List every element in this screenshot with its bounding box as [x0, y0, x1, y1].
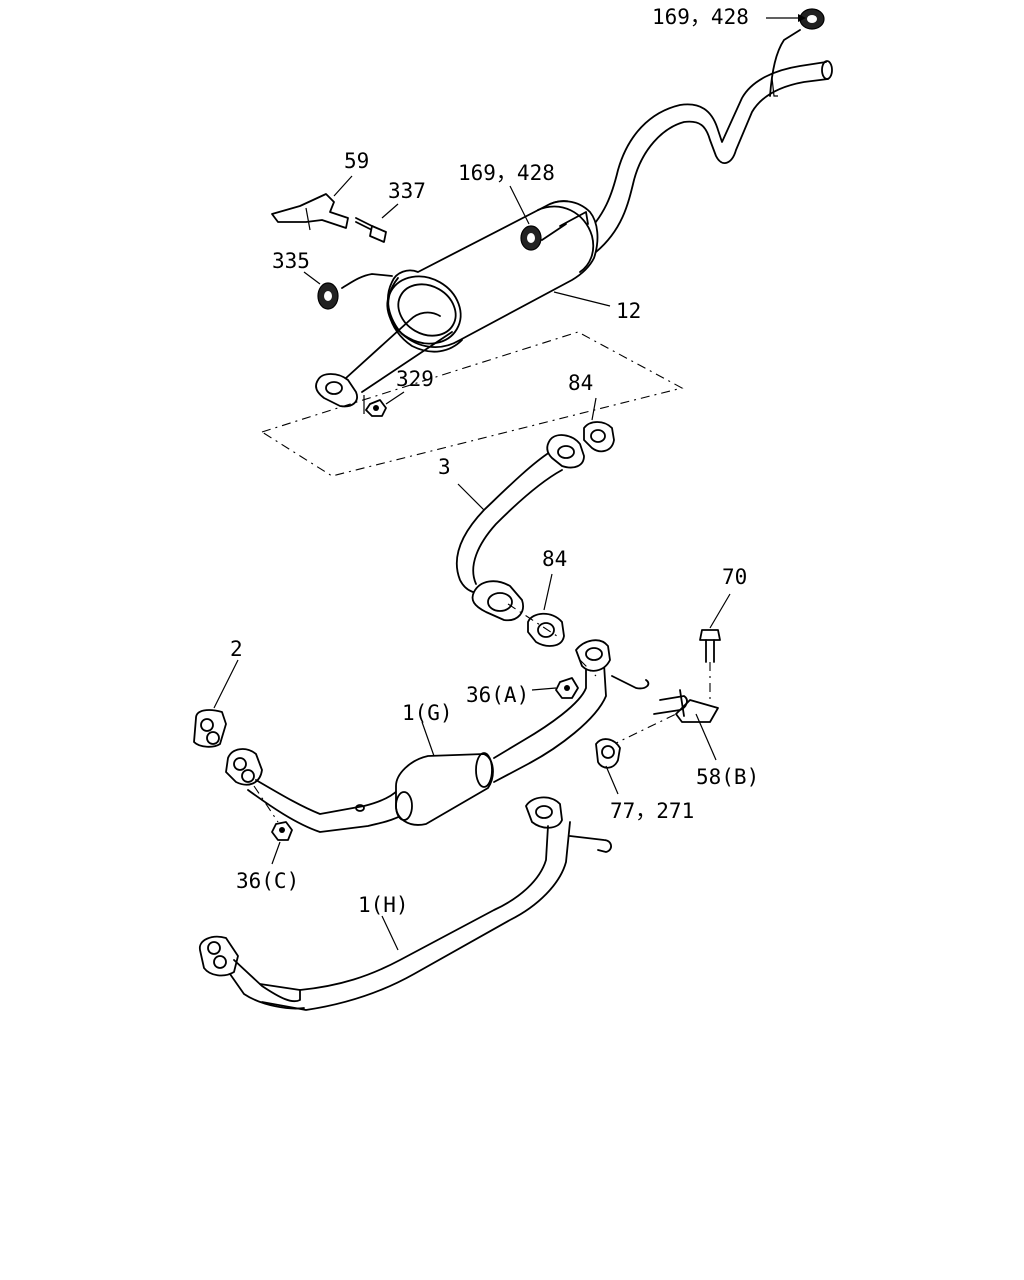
label-335: 335: [272, 249, 310, 273]
label-58b: 58(B): [696, 765, 759, 789]
label-1g: 1(G): [402, 701, 453, 725]
label-2: 2: [230, 637, 243, 661]
nut-36a: [531, 659, 597, 699]
intermediate-pipe-3: [455, 434, 585, 622]
dashed-plane-upper: [260, 331, 684, 477]
label-77-271: 77，271: [610, 799, 694, 823]
label-36c: 36(C): [236, 869, 299, 893]
muffler-inlet-pipe: [315, 311, 453, 414]
rubber-77-271: [595, 738, 621, 795]
rubber-mount-335: [303, 271, 339, 310]
bracket-58b: [609, 689, 719, 761]
leader-12: [553, 291, 611, 307]
label-12: 12: [616, 299, 641, 323]
muffler-hanger-rubber: [509, 185, 542, 251]
label-top-hanger: 169，428: [652, 5, 749, 29]
label-muffler-hanger: 169，428: [458, 161, 555, 185]
bolt-337: [355, 203, 399, 243]
front-pipe-1g: [193, 639, 650, 833]
muffler-hanger-rod: [341, 211, 589, 289]
label-84-lower: 84: [542, 547, 567, 571]
top-hanger-rubber: [766, 8, 825, 30]
label-3: 3: [438, 455, 451, 479]
bracket-59: [271, 175, 353, 231]
tail-pipe: [581, 29, 833, 253]
label-329: 329: [396, 367, 434, 391]
label-1h: 1(H): [358, 893, 409, 917]
bolt-70: [699, 593, 731, 704]
label-59: 59: [344, 149, 369, 173]
gasket-84-upper: [583, 397, 615, 453]
front-pipe-1h: [199, 796, 612, 1011]
gasket-84-lower: [507, 573, 565, 647]
label-84-upper: 84: [568, 371, 593, 395]
label-337: 337: [388, 179, 426, 203]
nut-36c: [253, 785, 293, 865]
nut-329: [365, 391, 405, 417]
label-36a: 36(A): [466, 683, 529, 707]
label-70: 70: [722, 565, 747, 589]
